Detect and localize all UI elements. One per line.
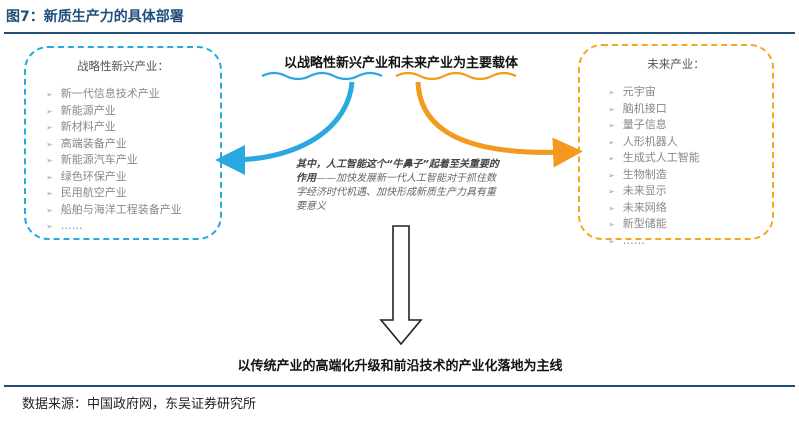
ai-note-bold: 其中，人工智能这个“牛鼻子”起着至关重要的作用 (296, 159, 499, 184)
source-note: 数据来源：中国政府网，东吴证券研究所 (22, 397, 257, 412)
list-item: ➢高端装备产业 (46, 136, 210, 153)
bullet-arrow-icon: ➢ (608, 187, 615, 196)
list-item: ➢民用航空产业 (46, 185, 210, 202)
arrow-to-future-icon (415, 81, 583, 168)
top-divider (4, 32, 795, 34)
wave-underline-orange (395, 71, 517, 81)
strategic-industries-list: ➢新一代信息技术产业 ➢新能源产业 ➢新材料产业 ➢高端装备产业 ➢新能源汽车产… (36, 86, 210, 235)
list-item: ➢未来显示 (608, 183, 762, 200)
list-item: ➢船舶与海洋工程装备产业 (46, 202, 210, 219)
strategic-industries-box: 战略性新兴产业： ➢新一代信息技术产业 ➢新能源产业 ➢新材料产业 ➢高端装备产… (24, 46, 222, 240)
bullet-arrow-icon: ➢ (46, 139, 53, 149)
carrier-heading: 以战略性新兴产业和未来产业为主要载体 (283, 56, 518, 71)
list-item: ➢…… (46, 218, 210, 235)
list-item: ➢未来网络 (608, 200, 762, 217)
list-item: ➢新材料产业 (46, 119, 210, 136)
bullet-arrow-icon: ➢ (608, 203, 615, 213)
bullet-arrow-icon: ➢ (608, 137, 615, 147)
wave-underline-blue (261, 71, 383, 81)
bullet-arrow-icon: ➢ (46, 172, 53, 182)
list-item: ➢绿色环保产业 (46, 169, 210, 186)
list-item: ➢脑机接口 (608, 101, 762, 118)
figure-title: 图7：新质生产力的具体部署 (6, 9, 184, 25)
bullet-arrow-icon: ➢ (46, 222, 53, 231)
list-item: ➢新能源产业 (46, 103, 210, 120)
bullet-arrow-icon: ➢ (46, 189, 53, 198)
ai-note-rest: ——加快发展新一代人工智能对于抓住数字经济时代机遇、加快形成新质生产力具有重要意… (296, 173, 496, 212)
bullet-arrow-icon: ➢ (608, 236, 615, 246)
bullet-arrow-icon: ➢ (608, 220, 615, 229)
list-item: ➢新型储能 (608, 216, 762, 233)
bullet-arrow-icon: ➢ (46, 106, 53, 116)
bullet-arrow-icon: ➢ (608, 154, 615, 163)
list-item: ➢新一代信息技术产业 (46, 86, 210, 103)
future-industries-list: ➢元宇宙 ➢脑机接口 ➢量子信息 ➢人形机器人 ➢生成式人工智能 ➢生物制造 ➢… (590, 84, 762, 249)
list-item: ➢元宇宙 (608, 84, 762, 101)
bullet-arrow-icon: ➢ (46, 90, 53, 99)
list-item: ➢量子信息 (608, 117, 762, 134)
arrow-to-strategic-icon (215, 81, 355, 175)
down-arrow-icon (379, 225, 423, 346)
bullet-arrow-icon: ➢ (608, 170, 615, 180)
bottom-divider (4, 385, 795, 387)
bullet-arrow-icon: ➢ (608, 121, 615, 130)
strategic-industries-title: 战略性新兴产业： (77, 59, 169, 73)
bullet-arrow-icon: ➢ (608, 104, 615, 114)
list-item: ➢新能源汽车产业 (46, 152, 210, 169)
bullet-arrow-icon: ➢ (46, 205, 53, 215)
bullet-arrow-icon: ➢ (608, 88, 615, 97)
list-item: ➢人形机器人 (608, 134, 762, 151)
list-item: ➢生物制造 (608, 167, 762, 184)
bullet-arrow-icon: ➢ (46, 123, 53, 132)
list-item: ➢…… (608, 233, 762, 250)
list-item: ➢生成式人工智能 (608, 150, 762, 167)
bullet-arrow-icon: ➢ (46, 156, 53, 165)
main-line-heading: 以传统产业的高端化升级和前沿技术的产业化落地为主线 (237, 359, 563, 374)
future-industries-title: 未来产业： (647, 57, 705, 71)
ai-note: 其中，人工智能这个“牛鼻子”起着至关重要的作用——加快发展新一代人工智能对于抓住… (296, 158, 500, 214)
